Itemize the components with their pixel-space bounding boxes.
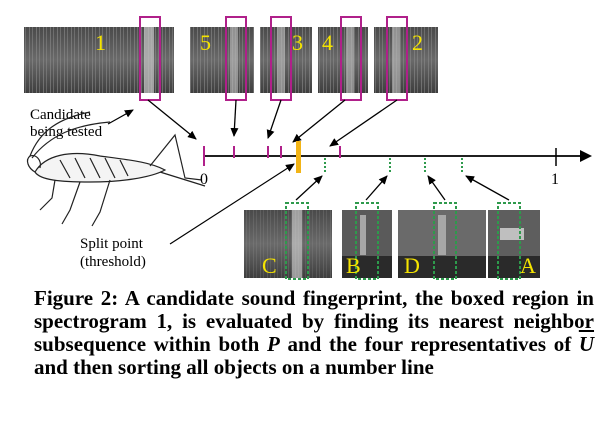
axis-min-label: 0 [200,171,208,188]
u-box [285,202,309,280]
cricket-illustration [26,111,206,227]
u-ticks [324,158,463,172]
candidate-arrow [107,109,134,125]
p-spectrogram-4: 4 [318,16,368,101]
u-spectrogram-b: B [342,202,392,280]
p-label: 2 [412,30,423,55]
p-label: 4 [322,30,333,55]
u-label: C [262,253,277,278]
u-spectrogram-d: D [398,202,486,280]
threshold-marker [296,141,301,173]
candidate-label-line1: Candidate [30,107,91,123]
p-spectrogram-1: 1 [24,16,174,101]
u-label: B [346,253,361,278]
p-arrows [147,99,398,147]
caption-var-p: P [267,332,280,356]
u-spectrogram-a: A [488,202,540,280]
u-label: D [404,253,420,278]
p-box [340,16,362,101]
p-label: 5 [200,30,211,55]
u-arrows [295,175,510,201]
axis-max-label: 1 [551,171,559,188]
figure-diagram: 1 5 3 4 2 Candidate being tested [24,16,592,280]
p-label: 1 [95,30,106,55]
u-label: A [520,253,536,278]
figure-caption: Figure 2: A candidate sound fingerprint,… [34,287,594,379]
caption-var-u: U [578,332,595,356]
p-ticks [233,146,341,158]
caption-prefix: Figure 2: [34,286,119,310]
caption-text-2: and the four representatives of [279,332,579,356]
split-label-line1: Split point [80,236,144,252]
p-spectrogram-5: 5 [190,16,254,101]
split-arrow [169,163,295,245]
split-label-line2: (threshold) [80,254,146,270]
p-label: 3 [292,30,303,55]
number-line-arrowhead [580,150,592,162]
u-spectrogram-c: C [244,202,332,280]
u-box [355,202,379,280]
caption-text-3: and then sorting all objects on a number… [34,355,434,379]
u-box [497,202,521,280]
u-box [433,202,457,280]
caption-text-1: A candidate sound fingerprint, the boxed… [34,286,594,356]
p-box [139,16,161,101]
p-spectrogram-2: 2 [374,16,438,101]
p-spectrogram-3: 3 [260,16,312,101]
